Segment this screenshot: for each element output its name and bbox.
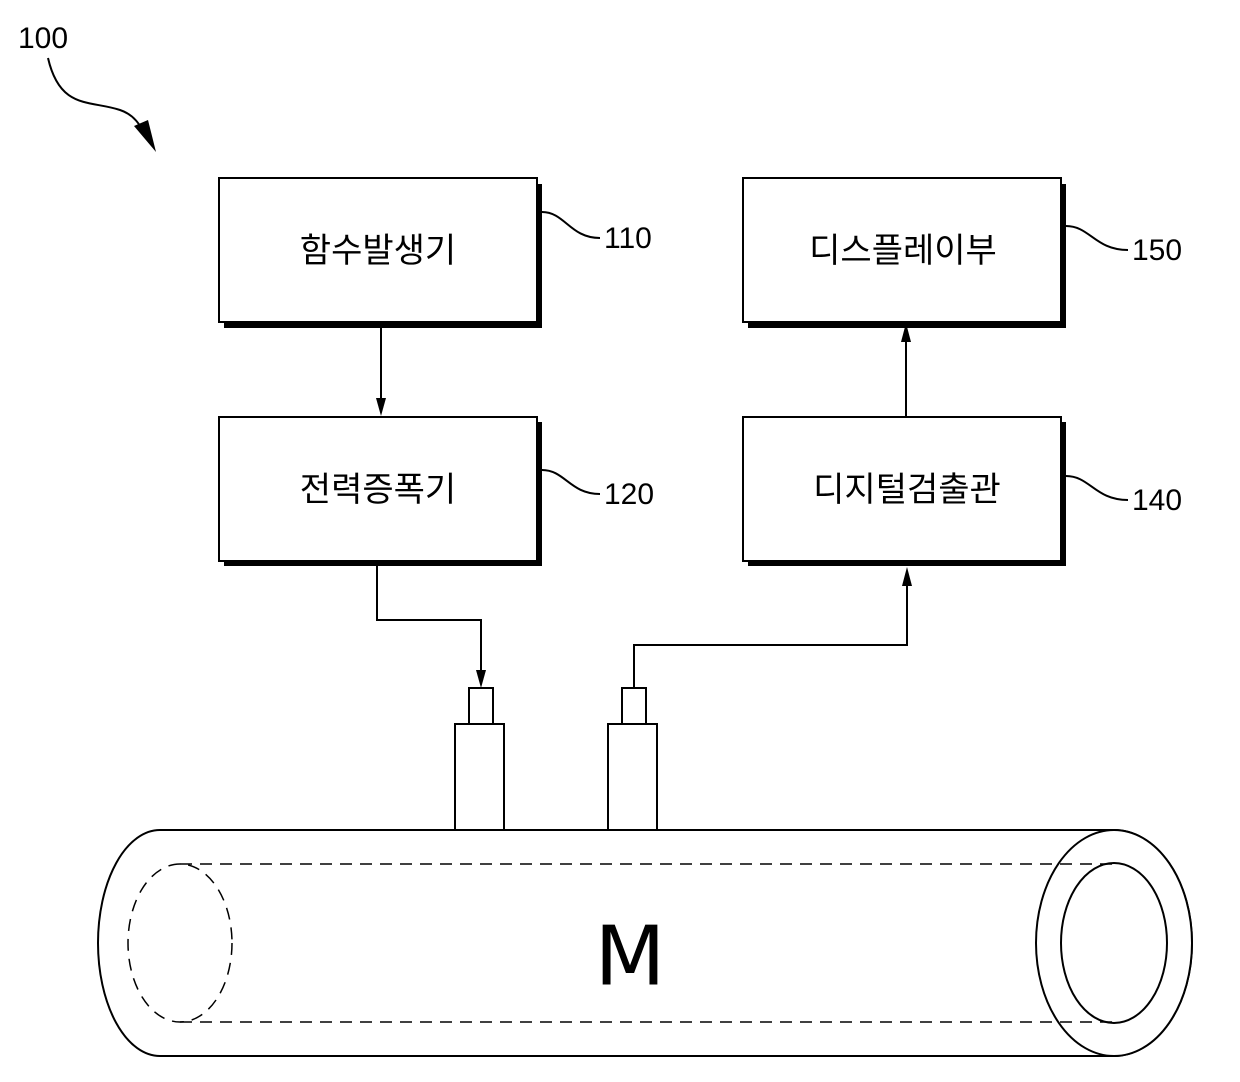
ref-110-leader — [542, 212, 600, 238]
transmitter-probe — [455, 688, 504, 830]
digital-detector-block: 디지털검출관 — [743, 417, 1066, 566]
ref-140-leader — [1066, 476, 1128, 500]
ref-150-leader — [1066, 226, 1128, 250]
receiver-probe — [608, 688, 657, 830]
display-label: 디스플레이부 — [809, 231, 997, 271]
ref-150-label: 150 — [1132, 234, 1182, 267]
figure-ref-arrowhead — [134, 120, 156, 152]
ref-120-leader — [542, 470, 600, 494]
power-amplifier-label: 전력증폭기 — [300, 470, 456, 510]
arrowhead — [376, 398, 386, 416]
figure-ref-leader — [48, 58, 150, 142]
probe-body — [608, 724, 657, 830]
arrow-120-to-transmitter — [377, 561, 481, 672]
pipe: M — [98, 830, 1192, 1056]
probe-tip — [469, 688, 493, 724]
pipe-end-inner — [1061, 863, 1167, 1023]
probe-body — [455, 724, 504, 830]
figure-ref-label: 100 — [18, 22, 68, 55]
pipe-label: M — [595, 909, 666, 1004]
ref-120-label: 120 — [604, 478, 654, 511]
display-block: 디스플레이부 — [743, 178, 1066, 328]
arrowhead — [902, 567, 912, 586]
digital-detector-label: 디지털검출관 — [813, 470, 1001, 510]
arrowhead — [476, 670, 486, 688]
probe-tip — [622, 688, 646, 724]
ref-140-label: 140 — [1132, 484, 1182, 517]
function-generator-block: 함수발생기 — [219, 178, 542, 328]
function-generator-label: 함수발생기 — [300, 231, 456, 271]
arrow-receiver-to-140 — [634, 584, 907, 688]
power-amplifier-block: 전력증폭기 — [219, 417, 542, 566]
ref-110-label: 110 — [604, 222, 652, 255]
